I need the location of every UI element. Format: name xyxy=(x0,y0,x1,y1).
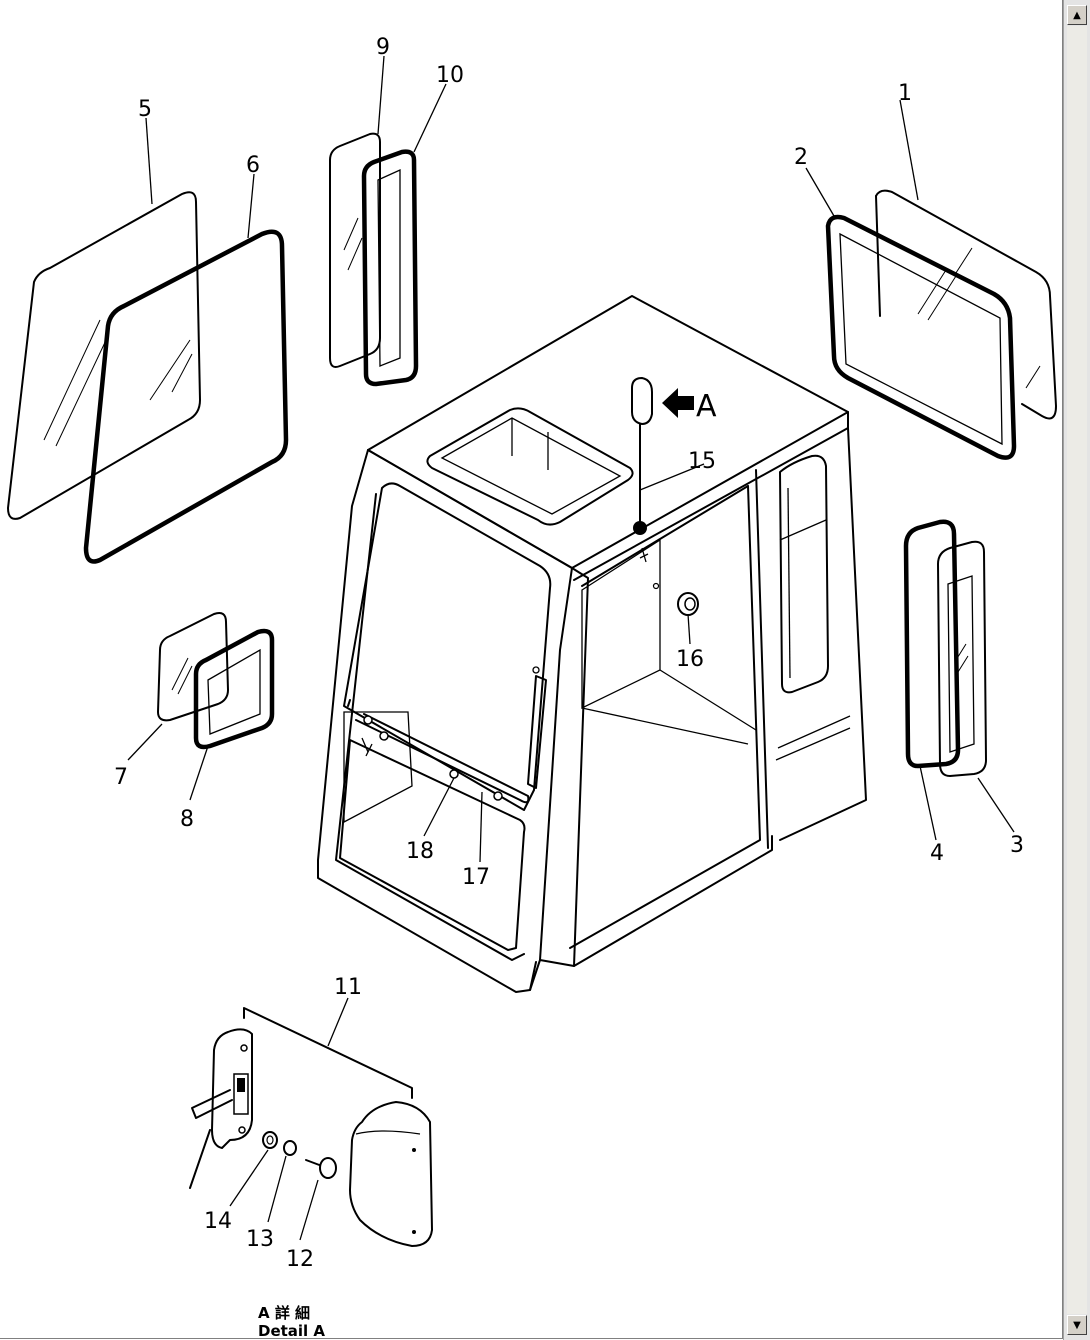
label-2: 2 xyxy=(794,145,808,170)
label-18: 18 xyxy=(406,839,434,864)
part-8-seal xyxy=(193,628,275,750)
label-17: 17 xyxy=(462,865,490,890)
label-14: 14 xyxy=(204,1209,232,1234)
label-12: 12 xyxy=(286,1247,314,1272)
scroll-up-arrow-icon[interactable]: ▲ xyxy=(1067,5,1087,25)
scrollbar-track[interactable] xyxy=(1067,26,1087,1314)
arrow-label-a: A xyxy=(696,389,717,424)
label-4: 4 xyxy=(930,841,944,866)
part-9-glass xyxy=(329,132,381,368)
scroll-down-arrow-icon[interactable]: ▼ xyxy=(1067,1315,1087,1335)
label-9: 9 xyxy=(376,35,390,60)
label-1: 1 xyxy=(898,81,912,106)
part-6-glass xyxy=(83,229,289,564)
caption-japanese: A 詳 細 xyxy=(258,1304,310,1322)
label-10: 10 xyxy=(436,63,464,88)
arrow-icon xyxy=(662,388,694,418)
label-8: 8 xyxy=(180,807,194,832)
caption-english: Detail A xyxy=(258,1322,325,1338)
label-11: 11 xyxy=(334,975,362,1000)
vertical-scrollbar[interactable]: ▲ ▼ xyxy=(1063,0,1090,1340)
dome-light-part-15 xyxy=(631,377,694,527)
detail-a-assembly xyxy=(189,1007,433,1247)
parts-diagram: 1 2 3 4 5 6 7 8 9 10 11 12 13 14 15 16 1… xyxy=(7,35,1057,1338)
callout-numbers: 1 2 3 4 5 6 7 8 9 10 11 12 13 14 15 16 1… xyxy=(114,35,1024,1272)
detail-caption: A 詳 細 Detail A xyxy=(258,1304,325,1338)
drawing-viewport: 1 2 3 4 5 6 7 8 9 10 11 12 13 14 15 16 1… xyxy=(0,0,1063,1339)
label-16: 16 xyxy=(676,647,704,672)
part-7-glass xyxy=(157,612,229,722)
label-6: 6 xyxy=(246,153,260,178)
part-10-seal xyxy=(361,149,419,387)
leader-lines xyxy=(127,55,1015,1241)
label-7: 7 xyxy=(114,765,128,790)
operator-cab xyxy=(317,295,867,993)
label-3: 3 xyxy=(1010,833,1024,858)
label-5: 5 xyxy=(138,97,152,122)
part-1-glass xyxy=(875,189,1057,420)
label-15: 15 xyxy=(688,449,716,474)
label-13: 13 xyxy=(246,1227,274,1252)
part-2-seal xyxy=(825,214,1017,460)
part-3-glass xyxy=(937,540,987,777)
part-5-glass xyxy=(7,191,201,520)
